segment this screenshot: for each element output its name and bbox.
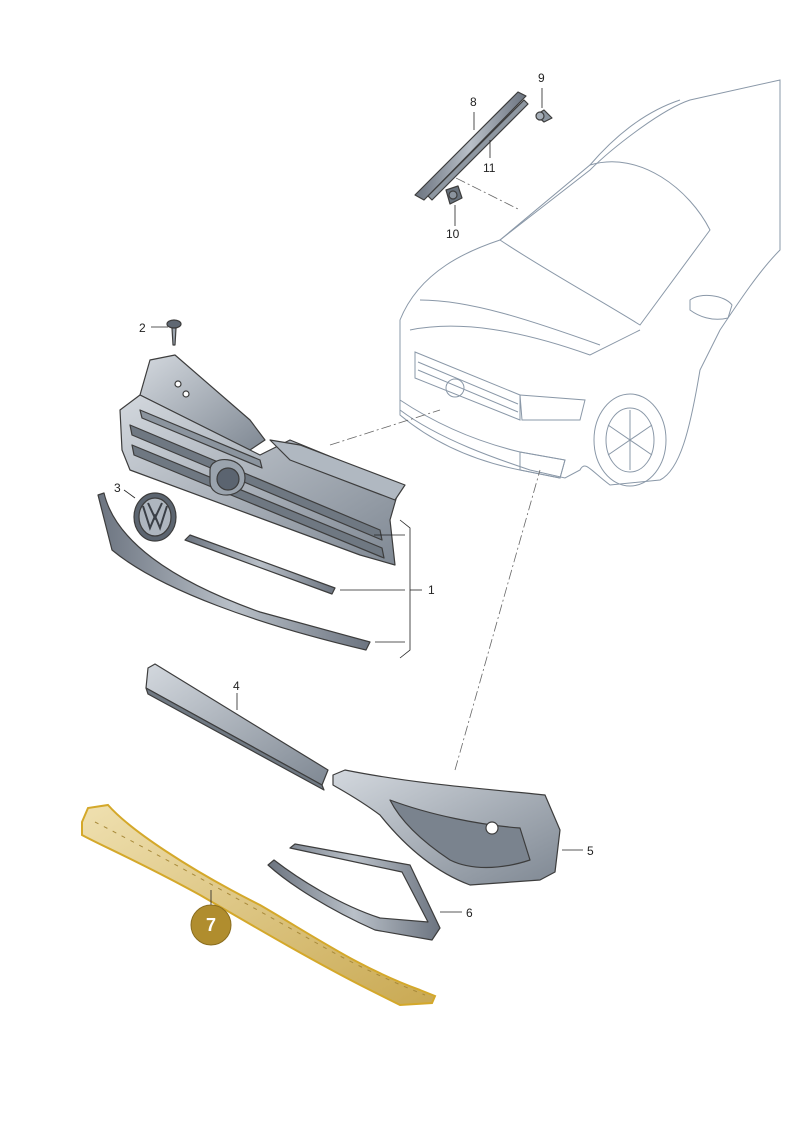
callout-11: 11 [483, 161, 496, 175]
part-1-trim-strips [97, 492, 371, 651]
callout-9: 9 [538, 71, 545, 85]
part-5-fog-bezel [332, 769, 561, 886]
callout-1-bracket [340, 519, 422, 659]
callout-8: 8 [470, 95, 477, 109]
callout-3: 3 [114, 481, 121, 495]
part-7-spoiler-highlighted [81, 803, 437, 1007]
callout-2: 2 [139, 321, 146, 335]
callout-7-badge: 7 [190, 904, 232, 946]
part-8-window-strip [414, 91, 529, 201]
part-3-emblem [133, 492, 177, 542]
part-10-clip [445, 185, 463, 205]
callout-10: 10 [446, 227, 460, 241]
part-6-chrome-trim [267, 843, 441, 941]
part-4-lower-trim-bar [145, 663, 329, 791]
leader-lines [123, 88, 583, 913]
callout-4: 4 [233, 679, 240, 693]
part-9-clip-bolt [535, 109, 553, 123]
callout-6: 6 [466, 906, 473, 920]
vehicle-illustration [399, 79, 781, 487]
callout-7: 7 [206, 915, 216, 935]
callout-labels: 8 9 11 10 2 3 1 4 5 6 7 [114, 71, 594, 946]
callout-1: 1 [428, 583, 435, 597]
callout-5: 5 [587, 844, 594, 858]
part-1-grille-assembly [119, 354, 406, 566]
part-2-screw [166, 319, 182, 346]
